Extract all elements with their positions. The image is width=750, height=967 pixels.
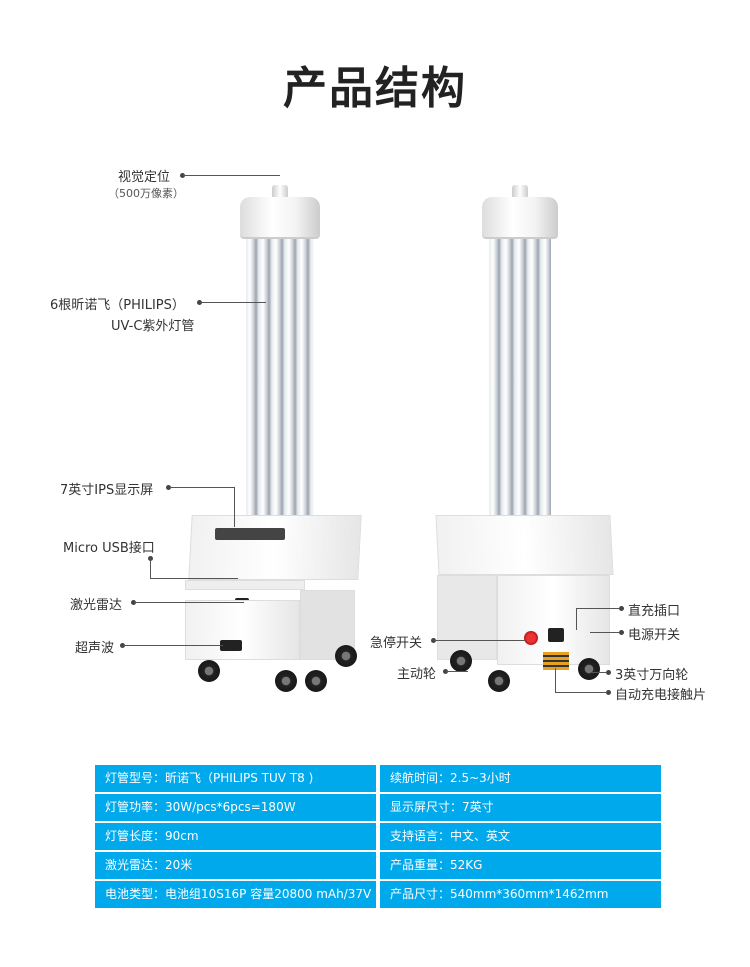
spec-lidar: 激光雷达：20米: [95, 852, 376, 879]
label-charge-contacts: 自动充电接触片: [615, 688, 707, 703]
spec-lamp-model: 灯管型号：昕诺飞（PHILIPS TUV T8 ): [95, 765, 376, 792]
label-ultrasonic: 超声波: [75, 641, 115, 656]
spec-runtime: 续航时间：2.5~3小时: [380, 765, 661, 792]
label-drive-wheel: 主动轮: [397, 667, 437, 682]
spec-languages: 支持语言：中文、英文: [380, 823, 661, 850]
label-estop: 急停开关: [370, 636, 423, 651]
spec-battery: 电池类型：电池组10S16P 容量20800 mAh/37V: [95, 881, 376, 908]
ultrasonic-sensor: [220, 640, 242, 651]
camera-cap: [240, 197, 320, 239]
label-lamps-2: UV-C紫外灯管: [111, 319, 195, 334]
spec-screen-size: 显示屏尺寸：7英寸: [380, 794, 661, 821]
label-camera-sub: （500万像素）: [108, 187, 184, 200]
spec-weight: 产品重量：52KG: [380, 852, 661, 879]
label-power-switch: 电源开关: [628, 628, 681, 643]
display-screen: [215, 528, 285, 540]
label-caster: 3英寸万向轮: [615, 668, 689, 683]
emergency-stop-button[interactable]: [524, 631, 538, 645]
spec-dimensions: 产品尺寸：540mm*360mm*1462mm: [380, 881, 661, 908]
spec-lamp-length: 灯管长度：90cm: [95, 823, 376, 850]
spec-lamp-power: 灯管功率：30W/pcs*6pcs=180W: [95, 794, 376, 821]
spec-table: 灯管型号：昕诺飞（PHILIPS TUV T8 )续航时间：2.5~3小时 灯管…: [95, 765, 661, 910]
label-lamps: 6根昕诺飞（PHILIPS）: [50, 298, 185, 313]
table-row: 激光雷达：20米产品重量：52KG: [95, 852, 661, 879]
label-camera: 视觉定位: [118, 170, 171, 185]
label-lidar: 激光雷达: [70, 598, 123, 613]
table-row: 灯管型号：昕诺飞（PHILIPS TUV T8 )续航时间：2.5~3小时: [95, 765, 661, 792]
uv-lamp-tubes: [246, 239, 314, 529]
label-screen: 7英寸IPS显示屏: [60, 483, 154, 498]
charge-contacts: [543, 652, 569, 670]
label-dc-port: 直充插口: [628, 604, 681, 619]
label-usb: Micro USB接口: [63, 541, 155, 556]
page-title: 产品结构: [283, 63, 467, 114]
